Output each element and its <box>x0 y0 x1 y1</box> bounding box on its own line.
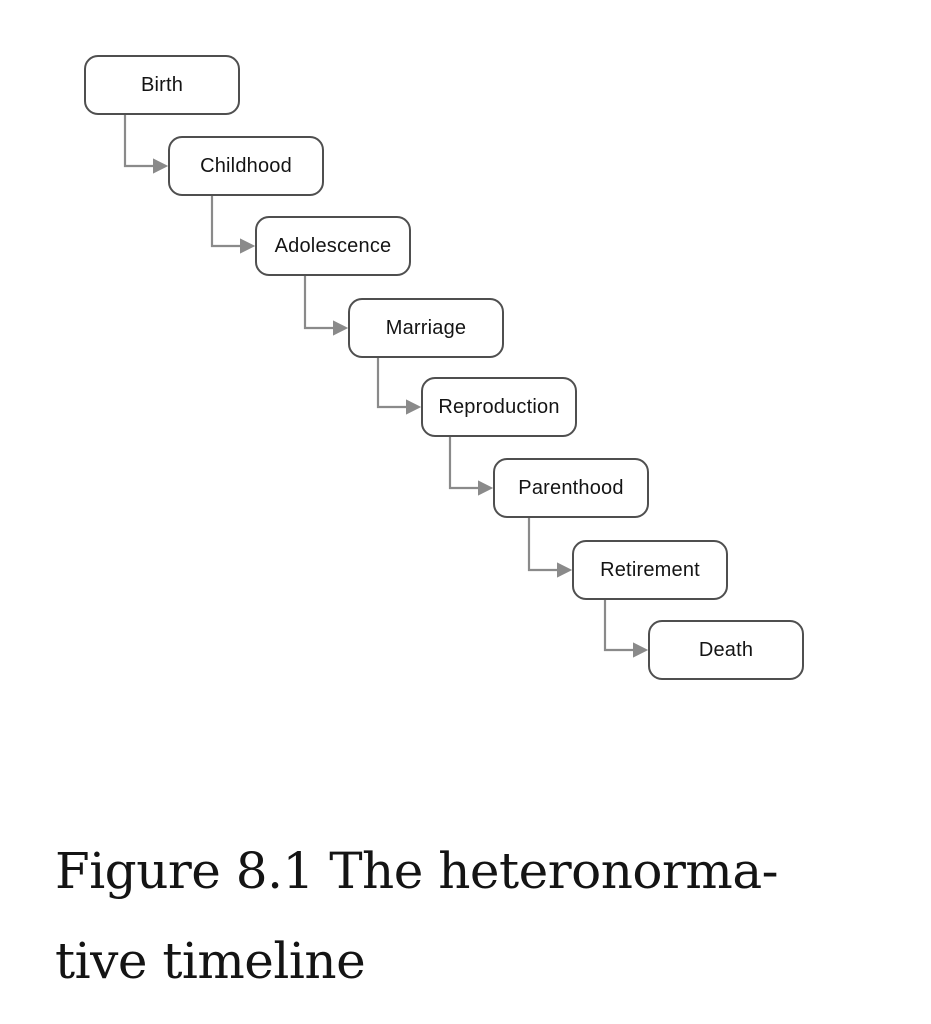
arrow-birth-childhood <box>123 115 169 174</box>
connector-arrows <box>123 115 649 658</box>
figure-caption: Figure 8.1 The heteronorma- tive timelin… <box>55 826 915 1006</box>
arrow-retirement-death <box>603 600 649 658</box>
node-birth: Birth <box>84 55 240 115</box>
caption-line-2: tive timeline <box>55 932 366 990</box>
caption-line-1: Figure 8.1 The heteronorma- <box>55 842 779 900</box>
heteronormative-timeline-flowchart: Birth Childhood Adolescence Marriage Rep… <box>84 55 804 680</box>
node-marriage: Marriage <box>348 298 504 358</box>
node-death: Death <box>648 620 804 680</box>
arrow-marriage-reproduction <box>376 358 422 415</box>
node-reproduction: Reproduction <box>421 377 577 437</box>
node-parenthood: Parenthood <box>493 458 649 518</box>
node-childhood: Childhood <box>168 136 324 196</box>
arrow-reproduction-parenthood <box>448 437 494 496</box>
node-adolescence: Adolescence <box>255 216 411 276</box>
arrow-adolescence-marriage <box>303 276 349 336</box>
arrow-parenthood-retirement <box>527 518 573 578</box>
arrow-childhood-adolescence <box>210 196 256 254</box>
node-retirement: Retirement <box>572 540 728 600</box>
